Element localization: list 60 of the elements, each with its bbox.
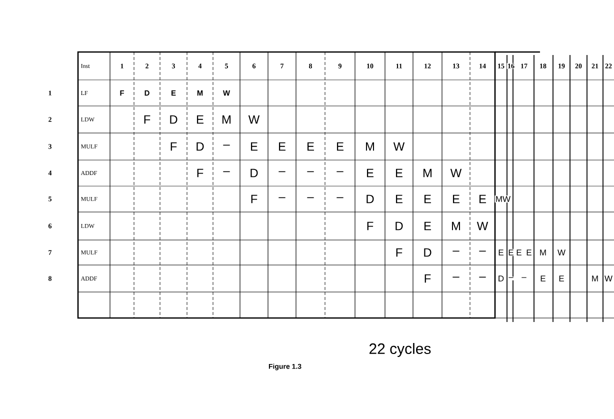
stage-letter: – [508,276,514,280]
stage-letter: F [142,114,152,124]
stage-letter: D [168,114,178,124]
stage-letter: D [422,248,432,258]
stage-letter: M [364,142,376,152]
stage-letter: – [336,170,344,176]
stage-letter: E [365,168,375,178]
stage-letter: – [521,276,527,280]
stage-letter: M [450,221,462,231]
stage-letter: E [526,248,532,256]
stage-letter: MW [494,195,512,203]
stage-letter: E [451,194,461,204]
stage-letter: E [478,194,488,204]
stage-letter: E [195,114,205,124]
stage-letter: D [497,274,505,282]
stage-letter: F [196,168,204,178]
stage-letter: E [277,142,287,152]
stage-letter: F [366,221,374,231]
stage-letter: – [306,170,314,176]
stage-letter: – [222,144,230,149]
stage-letter: F [423,274,432,284]
stage-letter: – [336,196,344,202]
stage-letter: W [450,168,462,178]
stage-letter: D [394,221,404,231]
stage-letter: D [195,142,205,152]
stage-letter: E [394,168,404,178]
stage-letter: E [498,248,504,256]
stage-letter: E [558,274,565,282]
stage-letter: E [422,221,432,231]
stage-letter: E [249,142,259,152]
stage-letter: W [476,221,489,231]
stage-letter: W [392,142,406,152]
stage-letter: W [604,274,614,282]
stage-letter: D [249,168,259,178]
stage-letter: E [516,248,522,256]
stage-letter: E [306,142,316,152]
stage-letter: M [422,168,434,178]
stage-letter: F [250,194,258,204]
stage-letter: M [220,114,232,124]
stage-letter: – [452,276,460,281]
stage-letter: M [538,248,548,256]
stage-letter: – [222,170,230,176]
stage-letter: – [278,196,286,202]
stage-letter: – [478,250,486,255]
stage-letter: – [452,250,460,255]
stage-letter: E [422,194,432,204]
stage-letter: – [278,170,286,176]
stage-letter: – [478,276,486,281]
stage-letter: – [306,196,314,202]
stage-letter: F [394,248,404,258]
stage-letter: M [590,274,600,282]
cycle-count-note: 22 cycles [368,342,432,358]
stage-letter: E [394,194,404,204]
stage-letter: E [540,274,546,282]
stage-letter: W [556,248,566,256]
stage-letter: W [248,114,260,124]
stage-letter: E [508,248,514,256]
stage-letter: D [365,194,375,204]
stage-letter: E [335,142,345,152]
stage-letter: F [169,142,178,152]
